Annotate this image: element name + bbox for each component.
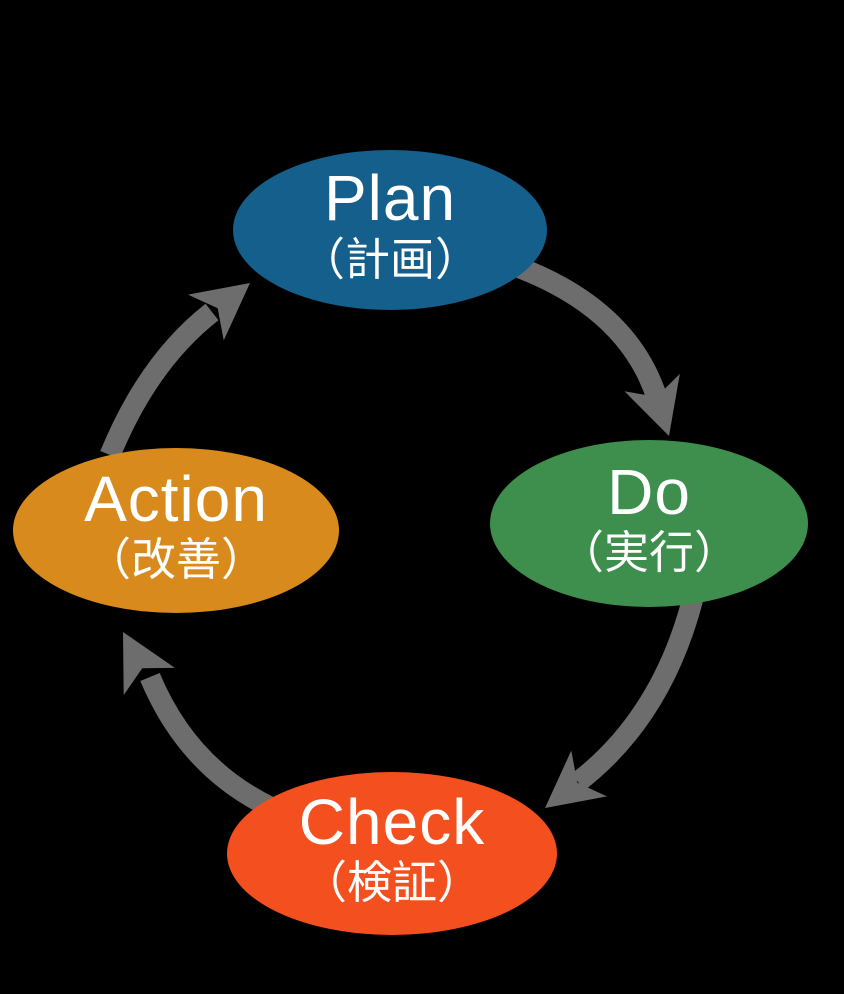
node-action: Action （改善） [13,448,339,613]
arrow-do-to-check [545,587,706,808]
node-plan-sublabel: （計画） [299,233,480,285]
arrow-action-to-plan [100,283,250,459]
node-check-sublabel: （検証） [301,857,482,908]
node-plan: Plan （計画） [233,150,547,310]
node-action-label: Action [84,462,268,535]
node-check: Check （検証） [227,772,557,935]
arrow-check-to-action [123,632,277,818]
node-check-label: Check [298,785,486,858]
arrow-plan-to-do [511,256,680,436]
node-do-sublabel: （実行） [558,527,739,578]
node-action-sublabel: （改善） [85,534,266,585]
node-do: Do （実行） [490,440,808,607]
node-plan-label: Plan [323,162,457,235]
node-do-label: Do [607,455,691,528]
